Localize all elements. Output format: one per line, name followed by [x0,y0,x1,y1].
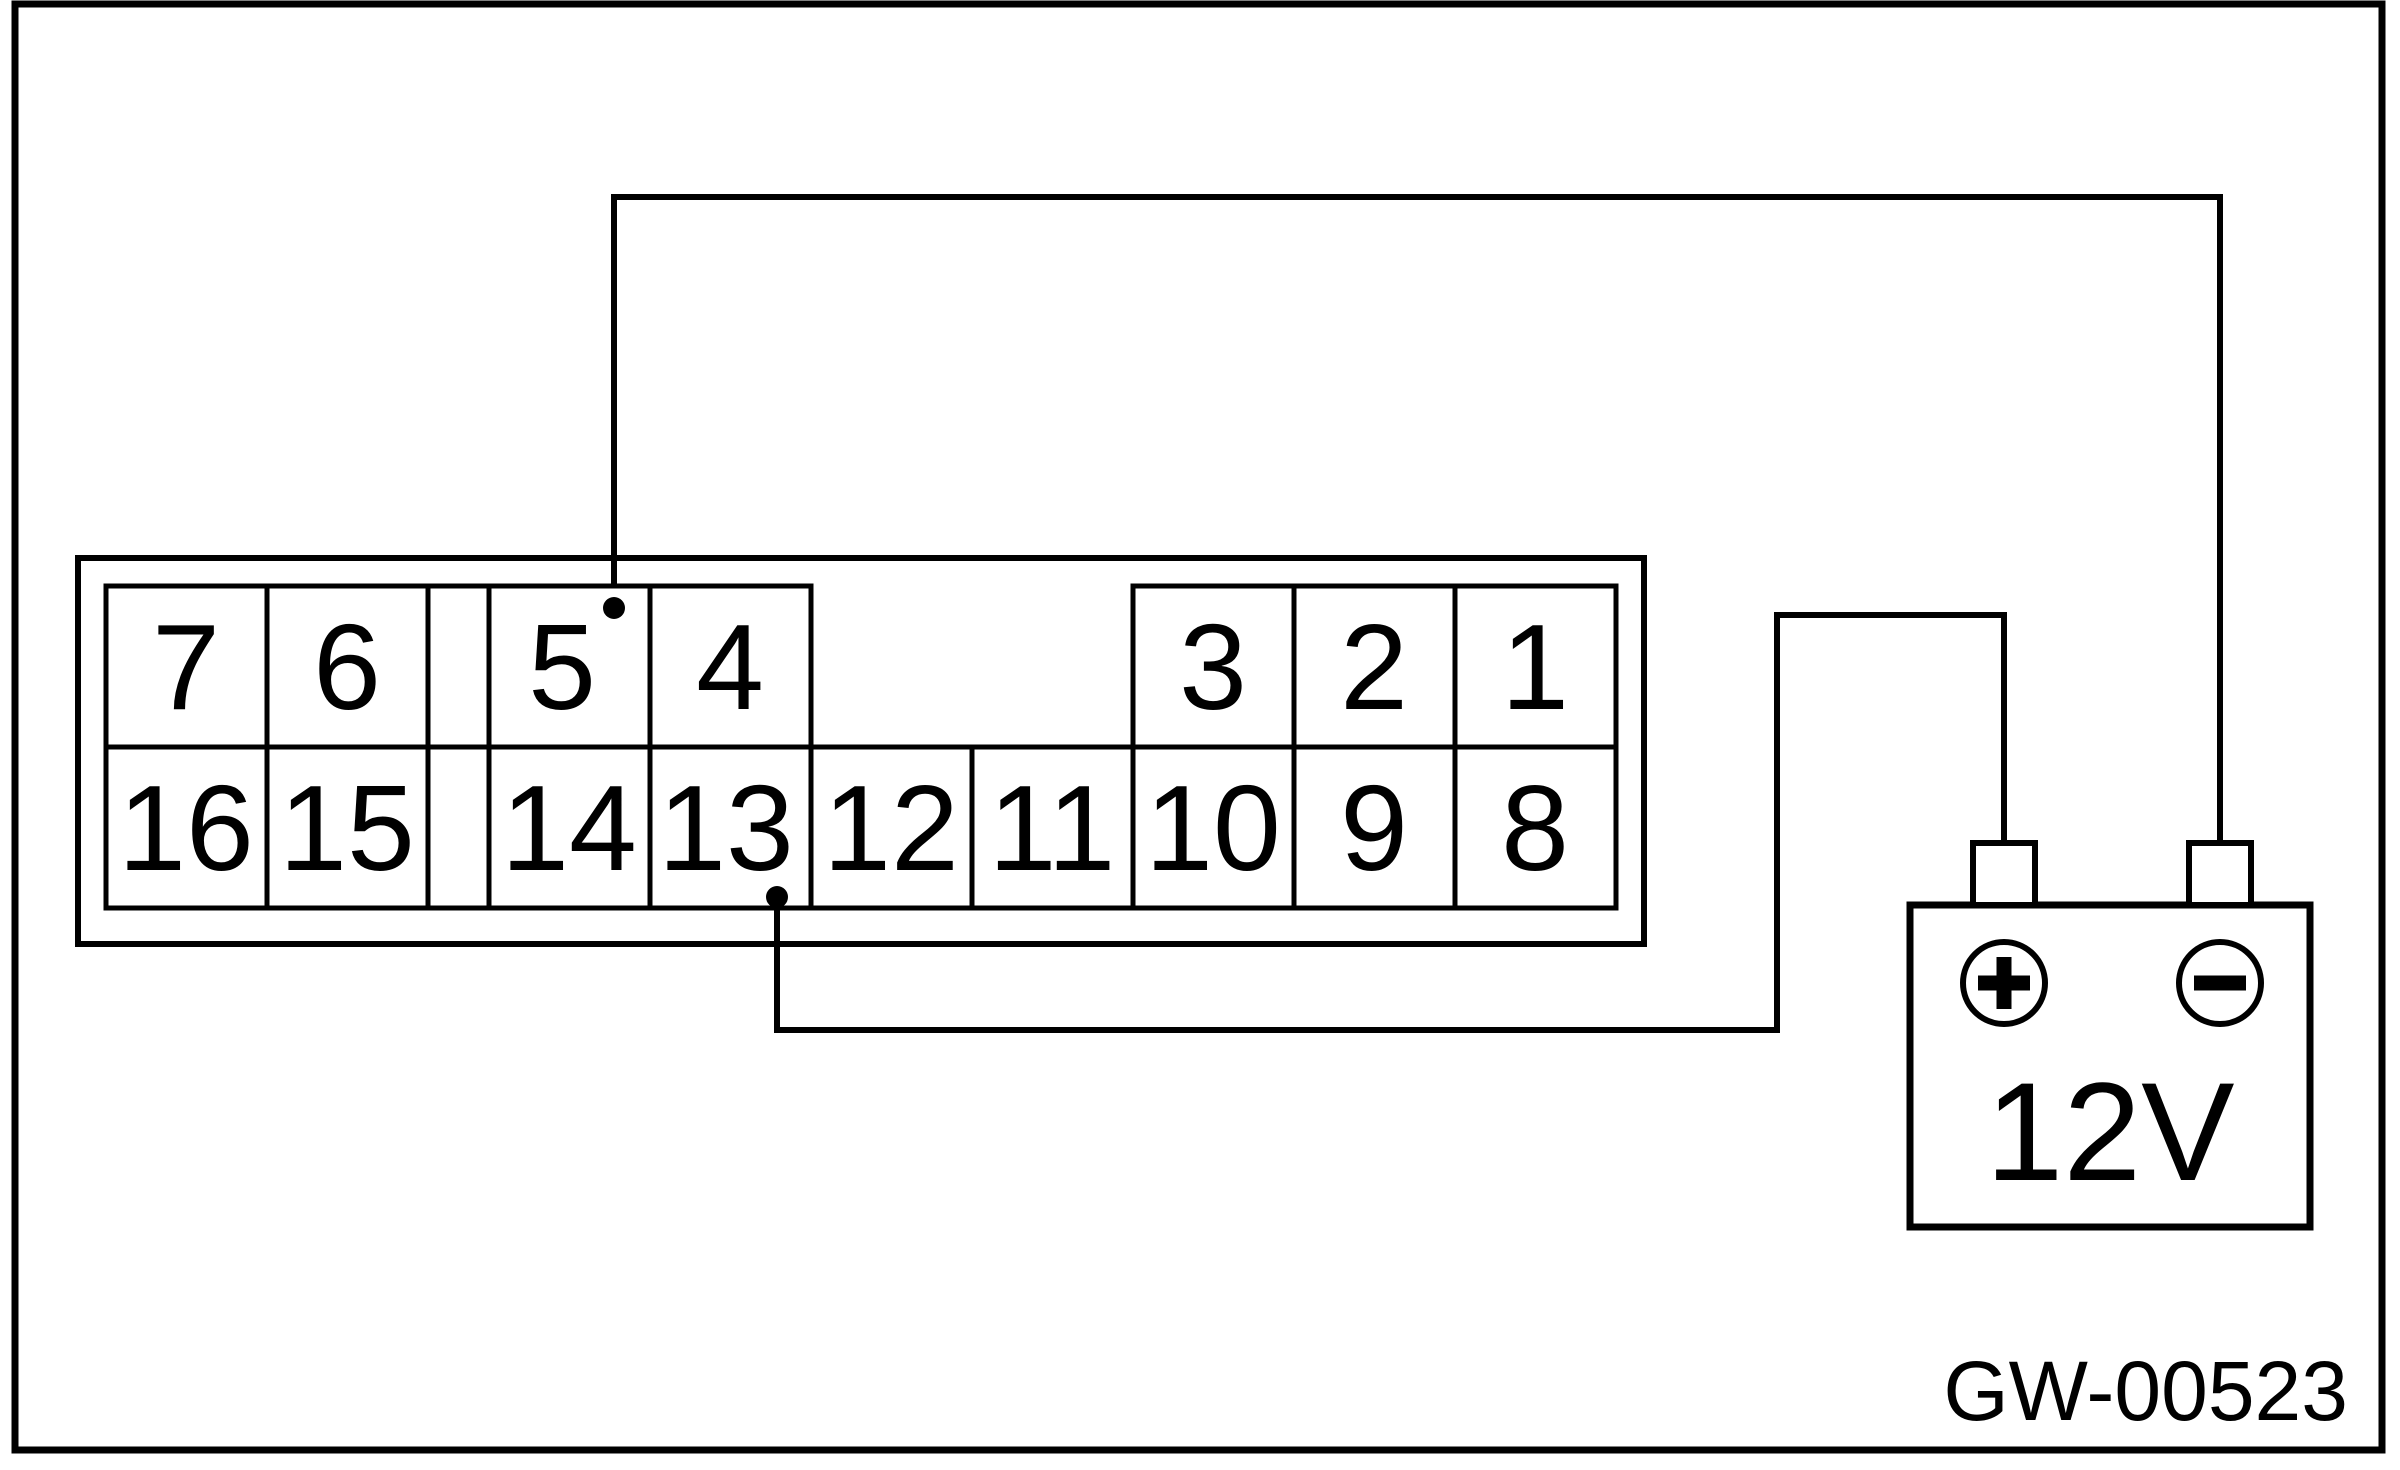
pin-cell-box [486,744,653,911]
pin-number: 1 [1501,599,1569,735]
pin-number: 16 [118,760,254,896]
pin-number: 2 [1340,599,1408,735]
pin-number: 15 [279,760,415,896]
connector-outline [75,555,1647,947]
pin-cell: 13 [647,744,814,911]
battery-voltage-label: 12V [1985,1053,2234,1210]
spacer-cell [425,744,492,911]
connector-block: 7 6 5 4 3 2 [75,555,1647,947]
wire-pin13-to-battery-positive [774,612,2007,1033]
pin-cell: 6 [264,583,431,750]
junction-dot-pin5 [603,597,625,619]
battery-negative-terminal [2186,840,2254,908]
pin-cell: 8 [1452,744,1619,911]
wire-path [774,612,2007,1033]
pin-cell-box [264,744,431,911]
pin-cell: 15 [264,744,431,911]
pin-number: 5 [528,599,596,735]
pin-number: 6 [313,599,381,735]
pin-cell: 11 [969,744,1136,911]
pin-cell: 10 [1130,744,1297,911]
pin-cell: 1 [1452,583,1619,750]
pin-number: 9 [1340,760,1408,896]
pin-number: 10 [1145,760,1281,896]
pin-cell-box [647,583,814,750]
pin-number: 7 [152,599,220,735]
connector-bottom-row: 16 15 14 13 12 11 [103,744,1619,911]
pin-cell-box [647,744,814,911]
pin-cell-box [103,744,270,911]
pin-cell: 4 [647,583,814,750]
pin-cell: 9 [1291,744,1458,911]
pin-number: 13 [658,760,794,896]
pin-number: 8 [1501,760,1569,896]
figure-id-label: GW-00523 [1943,1344,2348,1438]
pin-cell-box [1452,744,1619,911]
pin-cell: 3 [1130,583,1297,750]
spacer-cell [425,583,492,750]
pin-cell-box [969,744,1136,911]
pin-number: 12 [823,760,959,896]
pin-number: 11 [989,760,1116,896]
battery-positive-terminal [1970,840,2038,908]
pin-cell: 2 [1291,583,1458,750]
pin-cell: 5 [486,583,653,750]
wire-path [611,194,2223,848]
pin-cell-box [1130,744,1297,911]
pin-cell-box [264,583,431,750]
junction-dot-pin13 [766,886,788,908]
wire-pin5-to-battery-negative [611,194,2223,848]
pin-cell: 14 [486,744,653,911]
pin-cell: 12 [808,744,975,911]
pin-number: 4 [696,599,764,735]
pin-number: 3 [1179,599,1247,735]
plus-circle-icon [1960,939,2048,1027]
minus-circle-icon [2176,939,2264,1027]
battery-block: 12V [1906,840,2314,1231]
pin-number: 14 [501,760,637,896]
pin-cell: 7 [103,583,270,750]
pin-cell: 16 [103,744,270,911]
